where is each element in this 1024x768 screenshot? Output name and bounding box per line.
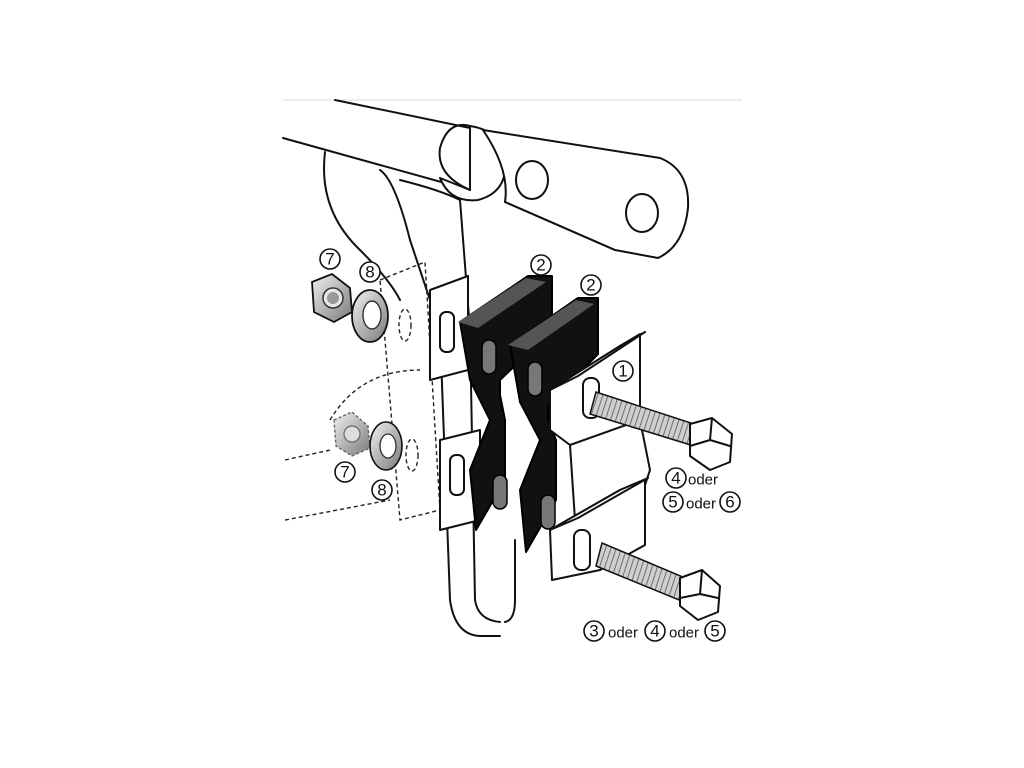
callout-number: 6: [725, 493, 734, 512]
callout-plate-right: 2: [580, 274, 602, 296]
callout-number: 3: [589, 622, 598, 641]
callout-number: 1: [618, 362, 627, 381]
callout-bolt-upper: 4 oder 5 oder 6: [662, 467, 741, 513]
callout-connector: oder: [669, 625, 699, 642]
bolt-lower: [595, 541, 721, 621]
frame-tube: [282, 99, 690, 259]
callout-plate-left: 2: [530, 254, 552, 276]
callout-number: 5: [710, 622, 719, 641]
callout-number: 2: [586, 276, 595, 295]
bolt-upper: [589, 391, 733, 471]
washer-upper: [351, 289, 389, 343]
callout-bolt-lower: 3 oder 4 oder 5: [583, 620, 726, 642]
callout-number: 8: [365, 263, 374, 282]
callout-nut-upper: 7: [319, 248, 341, 270]
callout-number: 5: [668, 493, 677, 512]
callout-nut-lower: 7: [334, 461, 356, 483]
nut-upper: [311, 272, 353, 324]
callout-connector: oder: [608, 625, 638, 642]
callout-number: 4: [650, 622, 659, 641]
callout-number: 8: [377, 481, 386, 500]
callout-number: 2: [536, 256, 545, 275]
washer-lower: [369, 421, 403, 471]
callout-washer-lower: 8: [371, 479, 393, 501]
callout-connector: oder: [686, 496, 716, 513]
callout-number: 4: [671, 469, 680, 488]
callout-washer-upper: 8: [359, 261, 381, 283]
callout-number: 7: [340, 463, 349, 482]
nut-lower: [333, 411, 371, 457]
callout-clamp: 1: [612, 360, 634, 382]
spacer-plate-right: [508, 297, 599, 553]
callout-connector: oder: [688, 472, 718, 489]
callout-number: 7: [325, 250, 334, 269]
